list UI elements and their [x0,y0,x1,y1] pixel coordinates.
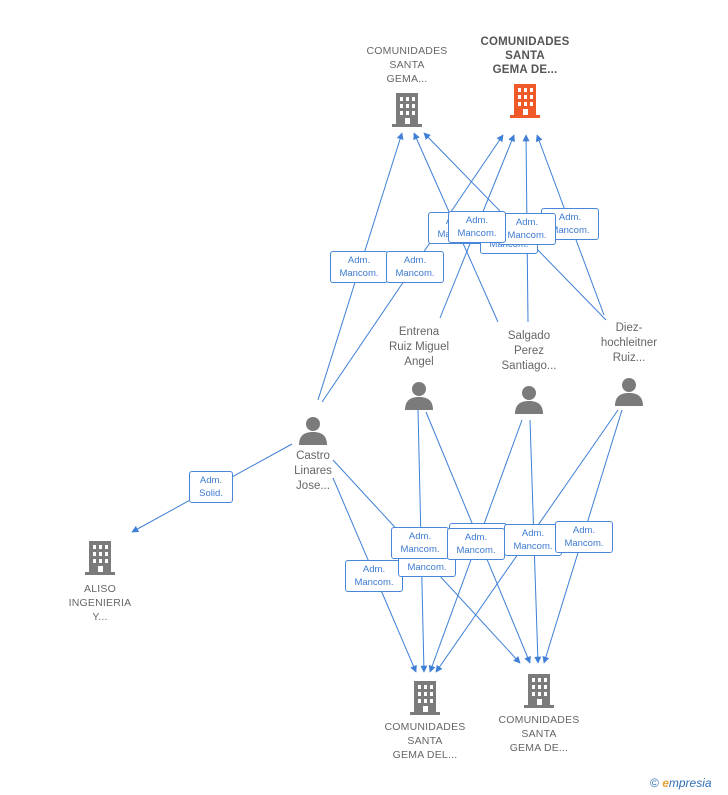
building-icon [392,93,422,127]
company-node-top-left[interactable]: COMUNIDADES SANTA GEMA... [354,44,460,128]
company-node-bottom-left[interactable]: COMUNIDADES SANTA GEMA DEL... [372,680,478,762]
role-badge[interactable]: Adm.Mancom. [498,213,556,245]
role-badge[interactable]: Adm.Mancom. [345,560,403,592]
person-label: Diez- hochleitner Ruiz... [600,322,658,364]
empresia-logo: © empresia [650,776,712,790]
role-badge[interactable]: Adm.Mancom. [330,251,388,283]
person-label: Castro Linares Jose... [294,450,332,492]
building-icon-highlighted [510,84,540,118]
person-icon [299,417,327,445]
person-label: Salgado Perez Santiago... [501,330,557,372]
role-badge[interactable]: Adm.Mancom. [386,251,444,283]
role-badge[interactable]: Adm.Mancom. [447,528,505,560]
company-label: COMUNIDADES SANTA GEMA DEL... [384,721,466,761]
role-badge[interactable]: Adm.Mancom. [448,211,506,243]
person-node-diez[interactable]: Diez- hochleitner Ruiz... [584,321,674,406]
company-label: COMUNIDADES SANTA GEMA... [366,45,448,85]
role-badge[interactable]: Adm.Mancom. [391,527,449,559]
company-node-main[interactable]: COMUNIDADES SANTA GEMA DE... [466,35,584,119]
person-icon [515,386,543,414]
company-node-bottom-right[interactable]: COMUNIDADES SANTA GEMA DE... [486,673,592,755]
person-label: Entrena Ruiz Miguel Angel [388,326,450,368]
role-badge[interactable]: Adm.Mancom. [504,524,562,556]
company-node-aliso[interactable]: ALISO INGENIERIA Y... [50,540,150,624]
building-icon [524,674,554,708]
person-node-castro[interactable]: Castro Linares Jose... [268,415,358,494]
person-node-salgado[interactable]: Salgado Perez Santiago... [484,329,574,414]
company-label: COMUNIDADES SANTA GEMA DE... [498,714,580,754]
role-badge[interactable]: Adm.Mancom. [555,521,613,553]
company-label: ALISO INGENIERIA Y... [68,583,132,623]
person-node-entrena[interactable]: Entrena Ruiz Miguel Angel [374,325,464,410]
building-icon [410,681,440,715]
building-icon [85,541,115,575]
company-label: COMUNIDADES SANTA GEMA DE... [480,36,570,76]
role-badge-solid[interactable]: Adm.Solid. [189,471,233,503]
person-icon [405,382,433,410]
person-icon [615,378,643,406]
